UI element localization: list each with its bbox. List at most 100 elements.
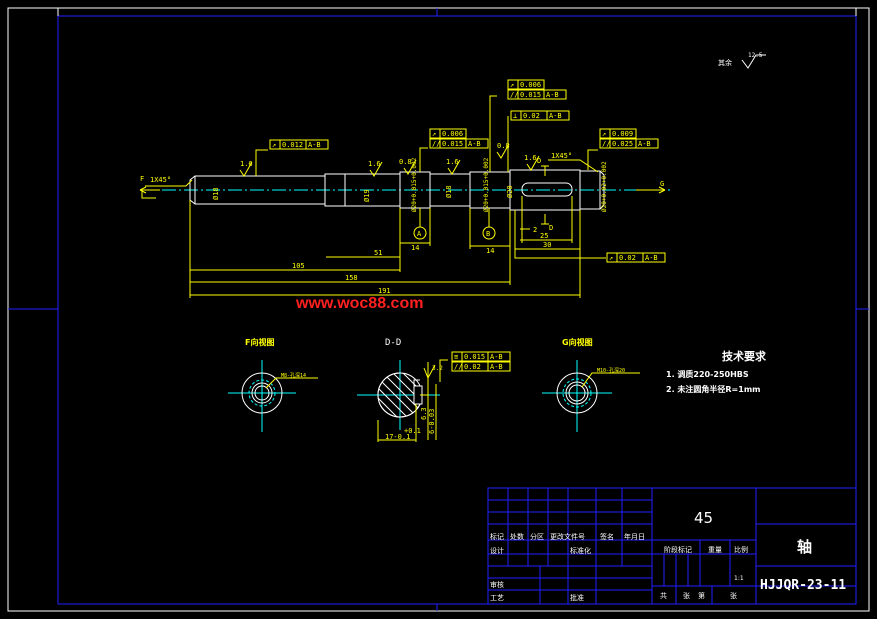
roughness-symbols bbox=[239, 143, 540, 177]
view-mark-f: F bbox=[140, 175, 144, 183]
d-section-width: 17-0.1 bbox=[385, 433, 410, 441]
tb-label-ratio: 比例 bbox=[734, 545, 748, 554]
outer-frame bbox=[7, 7, 870, 612]
tolerance-frame-6-datum: A-B bbox=[549, 112, 562, 120]
tb-label-process: 工艺 bbox=[490, 594, 504, 602]
center-marks bbox=[8, 8, 869, 611]
d-section-frame-2-value: 0.02 bbox=[464, 363, 481, 371]
tech-req-title: 技术要求 bbox=[722, 349, 767, 363]
watermark: www.woc88.com bbox=[295, 295, 423, 312]
tolerance-frame-1-value: 0.012 bbox=[282, 141, 303, 149]
view-arrow-g: G bbox=[636, 180, 666, 194]
diameter-3: Ø20+0.015+0.002 bbox=[411, 157, 418, 212]
chamfer-left-label: 1X45° bbox=[150, 176, 171, 184]
section-mark-bottom: D bbox=[549, 224, 553, 232]
tolerance-frame-6-value: 0.02 bbox=[523, 112, 540, 120]
tb-label-design: 设计 bbox=[490, 546, 504, 555]
d-section-tol: +0.1 bbox=[404, 427, 421, 435]
tb-label-review: 审核 bbox=[490, 580, 504, 589]
tolerance-frame-8: //0.025 A-B bbox=[599, 138, 659, 149]
tb-label-sheets: 张 bbox=[683, 591, 690, 600]
tolerance-frame-9-symbol: ↗ bbox=[609, 254, 613, 262]
tolerance-frame-4-symbol: ↗ bbox=[510, 81, 514, 89]
section-mark-top: D bbox=[537, 157, 541, 165]
tolerance-frame-3-datum: A-B bbox=[468, 140, 481, 148]
tb-label-standard: 标准化 bbox=[570, 546, 591, 555]
tech-requirements: 技术要求 1. 调质220-250HBS 2. 未注圆角半径R=1mm bbox=[666, 349, 767, 394]
f-view: F向视图 M8-孔深14 bbox=[228, 337, 318, 432]
d-section-title: D-D bbox=[385, 338, 401, 348]
roughness-note-label: 其余 bbox=[718, 58, 732, 67]
tb-label-sheetno: 第 bbox=[698, 591, 705, 600]
roughness-2: 1.6 bbox=[368, 160, 381, 168]
dim-51: 51 bbox=[374, 249, 382, 257]
d-section-frame-2-symbol: // bbox=[454, 363, 462, 371]
tb-label-sign: 签名 bbox=[600, 532, 614, 541]
f-view-note: M8-孔深14 bbox=[281, 372, 306, 379]
view-arrow-f: F bbox=[139, 175, 160, 199]
tolerance-frame-5-datum: A-B bbox=[546, 91, 559, 99]
tb-label-total: 共 bbox=[660, 591, 667, 600]
f-view-title: F向视图 bbox=[245, 337, 274, 347]
tb-label-weight: 重量 bbox=[708, 546, 722, 554]
tolerance-frame-6: ⊥ 0.02 A-B bbox=[510, 110, 570, 121]
tolerance-frame-8-datum: A-B bbox=[638, 140, 651, 148]
dim-158: 158 bbox=[345, 274, 358, 282]
datum-a: A bbox=[417, 230, 422, 238]
tolerance-frame-9: ↗ 0.02 A-B bbox=[606, 252, 666, 263]
tb-label-stage: 阶段标记 bbox=[664, 545, 692, 554]
tolerance-frame-3-symbol: // bbox=[432, 140, 440, 148]
d-section-view: D-D 17-0.1 6-0.03 6.3 +0.1 3.2 bbox=[357, 338, 448, 442]
tolerance-frame-5: //0.015 A-B bbox=[507, 89, 567, 100]
g-view: G向视图 M10-孔深20 bbox=[542, 337, 640, 432]
tb-label-date: 年月日 bbox=[624, 532, 645, 541]
diameter-4: Ø18 bbox=[445, 185, 453, 198]
dim-2: 2 bbox=[533, 226, 537, 234]
tolerance-frame-7-value: 0.009 bbox=[612, 130, 633, 138]
d-section-frame-2: //0.02 A-B bbox=[451, 361, 511, 372]
tolerance-frame-7-symbol: ↗ bbox=[602, 130, 606, 138]
tolerance-frame-2: ↗0.006 bbox=[429, 128, 467, 139]
tolerance-frame-2-symbol: ↗ bbox=[432, 130, 436, 138]
dim-14b: 14 bbox=[486, 247, 494, 255]
roughness-note: 其余 12.5 bbox=[718, 52, 766, 69]
tb-scale: 1:1 bbox=[734, 575, 744, 582]
tolerance-frame-9-datum: A-B bbox=[645, 254, 658, 262]
tolerance-frame-9-value: 0.02 bbox=[619, 254, 636, 262]
d-section-roughness: 3.2 bbox=[432, 365, 443, 372]
inner-frame bbox=[57, 15, 857, 605]
view-mark-g: G bbox=[660, 180, 664, 188]
tolerance-frame-6-symbol: ⊥ bbox=[513, 112, 517, 120]
diameter-6: Ø20 bbox=[506, 185, 514, 198]
title-block: 标记 处数 分区 更改文件号 签名 年月日 设计 标准化 阶段标记 重量 比例 … bbox=[487, 487, 857, 605]
g-view-note: M10-孔深20 bbox=[597, 367, 625, 374]
dim-14a: 14 bbox=[411, 244, 419, 252]
tech-req-item-1: 1. 调质220-250HBS bbox=[666, 369, 749, 379]
dim-25: 25 bbox=[540, 232, 548, 240]
diameter-5: Ø20+0.015+0.002 bbox=[483, 157, 490, 212]
chamfer-right-label: 1X45° bbox=[551, 152, 572, 160]
d-section-depth: 6-0.03 bbox=[428, 409, 436, 434]
tb-material: 45 bbox=[694, 509, 713, 527]
tech-req-item-2: 2. 未注圆角半径R=1mm bbox=[666, 384, 761, 394]
dim-191: 191 bbox=[378, 287, 391, 295]
tb-label-approve: 批准 bbox=[570, 593, 584, 602]
tolerance-frame-5-value: 0.015 bbox=[520, 91, 541, 99]
tolerance-frame-5-symbol: // bbox=[510, 91, 518, 99]
tolerance-frame-3-value: 0.015 bbox=[442, 140, 463, 148]
tolerance-frame-8-value: 0.025 bbox=[612, 140, 633, 148]
d-section-frame-1-datum: A-B bbox=[490, 353, 503, 361]
tolerance-frame-3: //0.015 A-B bbox=[429, 138, 489, 149]
tb-label-mark: 标记 bbox=[490, 532, 504, 541]
d-section-frame-2-datum: A-B bbox=[490, 363, 503, 371]
diameter-7: Ø20+0.02+0.002 bbox=[601, 161, 608, 212]
d-section-frame-1-symbol: ≡ bbox=[454, 353, 458, 361]
tolerance-frame-8-symbol: // bbox=[602, 140, 610, 148]
tb-label-docno: 更改文件号 bbox=[550, 532, 585, 541]
roughness-3: 0.8 bbox=[399, 158, 412, 166]
d-section-key: 6.3 bbox=[420, 407, 428, 420]
tb-label-count: 处数 bbox=[510, 532, 524, 541]
